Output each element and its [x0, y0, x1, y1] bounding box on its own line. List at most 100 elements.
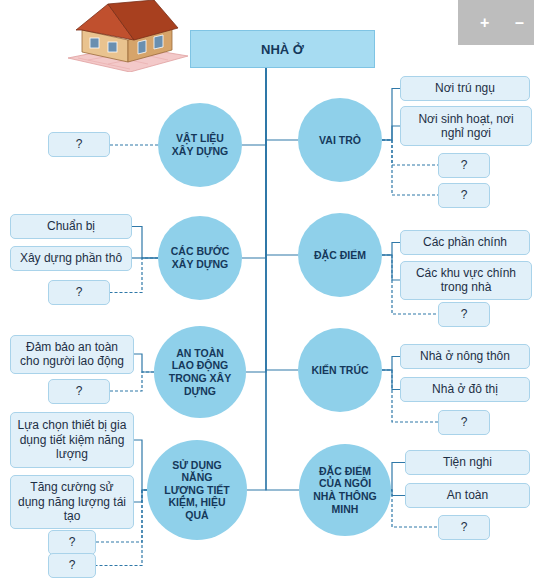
- leaf-box: ?: [438, 153, 490, 178]
- leaf-text: Lựa chọn thiết bị gia dụng tiết kiệm năn…: [11, 416, 133, 463]
- text-stack: VAI TRÒ: [304, 134, 376, 147]
- text-stack: ?: [456, 413, 473, 431]
- branch-connector: [382, 243, 400, 256]
- leaf-text: ?: [456, 156, 473, 174]
- text-stack: Các phần chính: [418, 233, 512, 251]
- text-stack: NHÀ Ở: [261, 42, 304, 57]
- branch-connector: [242, 68, 266, 258]
- house-illustration: [68, 0, 188, 72]
- branch-title: AN TOÀN LAO ĐỘNG TRONG XÂY DỰNG: [164, 347, 236, 397]
- text-stack: AN TOÀN LAO ĐỘNG TRONG XÂY DỰNG: [164, 347, 236, 397]
- text-stack: Tiện nghi: [438, 453, 497, 471]
- branch-connector: [242, 68, 266, 145]
- text-stack: ĐẶC ĐIỂM CỦA NGÔI NHÀ THÔNG MINH: [309, 465, 381, 515]
- branch-connector: [391, 490, 405, 496]
- branch-circle: VAI TRÒ: [298, 98, 382, 182]
- leaf-text: Tăng cường sử dụng năng lượng tái tạo: [11, 478, 133, 525]
- branch-connector: [247, 68, 266, 490]
- branch-connector: [134, 490, 147, 502]
- text-stack: CÁC BƯỚC XÂY DỰNG: [164, 245, 236, 270]
- text-stack: Nơi trú ngụ: [430, 79, 500, 97]
- zoom-button: +: [480, 14, 489, 32]
- text-stack: ?: [456, 156, 473, 174]
- branch-circle: SỬ DỤNG NĂNG LƯỢNG TIẾT KIỆM, HIỆU QUẢ: [147, 440, 247, 540]
- leaf-text: ?: [456, 518, 473, 536]
- branch-connector: [134, 440, 147, 490]
- branch-connector: [266, 68, 298, 370]
- leaf-box: ?: [48, 132, 110, 157]
- branch-title: CÁC BƯỚC XÂY DỰNG: [164, 245, 236, 270]
- leaf-box: ?: [438, 515, 490, 540]
- leaf-box: ?: [48, 530, 96, 555]
- branch-connector: [382, 89, 400, 141]
- leaf-text: Đảm bảo an toàn cho người lao động: [11, 338, 133, 371]
- text-stack: ?: [64, 533, 81, 551]
- branch-circle: ĐẶC ĐIỂM: [298, 213, 382, 297]
- leaf-text: Tiện nghi: [438, 453, 497, 471]
- leaf-text: Nhà ở đô thị: [427, 380, 503, 398]
- branch-connector: [134, 354, 154, 372]
- branch-connector: [382, 126, 400, 140]
- leaf-box: Đảm bảo an toàn cho người lao động: [10, 335, 134, 374]
- leaf-box: Nhà ở đô thị: [400, 377, 530, 402]
- leaf-text: Nơi trú ngụ: [430, 79, 500, 97]
- text-stack: ?: [456, 518, 473, 536]
- branch-circle: CÁC BƯỚC XÂY DỰNG: [158, 216, 242, 300]
- leaf-text: ?: [71, 382, 88, 400]
- branch-connector: [382, 357, 400, 371]
- leaf-box: Tiện nghi: [405, 450, 530, 475]
- leaf-box: Các khu vực chính trong nhà: [400, 261, 532, 300]
- zoom-button: –: [515, 14, 524, 32]
- leaf-text: Nơi sinh hoạt, nơi nghỉ ngơi: [401, 110, 531, 143]
- text-stack: Đảm bảo an toàn cho người lao động: [11, 338, 133, 371]
- leaf-box: ?: [438, 183, 490, 208]
- text-stack: Nhà ở đô thị: [427, 380, 503, 398]
- branch-connector: [382, 140, 438, 195]
- leaf-box: An toàn: [405, 483, 530, 508]
- branch-connector: [246, 68, 266, 372]
- branch-connector: [391, 463, 405, 491]
- branch-circle: AN TOÀN LAO ĐỘNG TRONG XÂY DỰNG: [154, 326, 246, 418]
- leaf-text: Các khu vực chính trong nhà: [401, 264, 531, 297]
- leaf-box: ?: [48, 553, 96, 578]
- text-stack: An toàn: [442, 486, 493, 504]
- branch-connector: [132, 227, 158, 259]
- leaf-box: Nơi sinh hoạt, nơi nghỉ ngơi: [400, 106, 532, 146]
- branch-connector: [266, 68, 298, 140]
- branch-circle: KIẾN TRÚC: [298, 328, 382, 412]
- branch-title: VẬT LIỆU XÂY DỰNG: [164, 132, 236, 157]
- leaf-box: ?: [438, 302, 490, 327]
- leaf-text: ?: [456, 413, 473, 431]
- branch-title: SỬ DỤNG NĂNG LƯỢNG TIẾT KIỆM, HIỆU QUẢ: [161, 459, 233, 522]
- leaf-text: ?: [64, 533, 81, 551]
- text-stack: KIẾN TRÚC: [304, 364, 376, 377]
- leaf-text: ?: [71, 283, 88, 301]
- leaf-text: An toàn: [442, 486, 493, 504]
- text-stack: SỬ DỤNG NĂNG LƯỢNG TIẾT KIỆM, HIỆU QUẢ: [161, 459, 233, 522]
- leaf-text: Các phần chính: [418, 233, 512, 251]
- text-stack: ?: [456, 186, 473, 204]
- text-stack: ĐẶC ĐIỂM: [304, 249, 376, 262]
- text-stack: Xây dựng phần thô: [15, 249, 127, 267]
- text-stack: Lựa chọn thiết bị gia dụng tiết kiệm năn…: [11, 416, 133, 463]
- topic-title: NHÀ Ở: [261, 42, 304, 57]
- text-stack: ?: [71, 382, 88, 400]
- leaf-text: ?: [456, 305, 473, 323]
- branch-connector: [266, 68, 298, 255]
- text-stack: ?: [456, 305, 473, 323]
- leaf-text: ?: [456, 186, 473, 204]
- text-stack: Tăng cường sử dụng năng lượng tái tạo: [11, 478, 133, 525]
- leaf-box: Tăng cường sử dụng năng lượng tái tạo: [10, 475, 134, 529]
- leaf-text: Chuẩn bị: [42, 217, 100, 235]
- leaf-box: Nơi trú ngụ: [400, 76, 530, 101]
- leaf-text: ?: [64, 556, 81, 574]
- topic-box: NHÀ Ở: [190, 30, 375, 68]
- text-stack: Nơi sinh hoạt, nơi nghỉ ngơi: [401, 110, 531, 143]
- leaf-text: ?: [71, 135, 88, 153]
- text-stack: Chuẩn bị: [42, 217, 100, 235]
- text-stack: Các khu vực chính trong nhà: [401, 264, 531, 297]
- branch-title: ĐẶC ĐIỂM: [304, 249, 376, 262]
- text-stack: ?: [71, 135, 88, 153]
- leaf-text: Xây dựng phần thô: [15, 249, 127, 267]
- leaf-box: Xây dựng phần thô: [10, 246, 132, 271]
